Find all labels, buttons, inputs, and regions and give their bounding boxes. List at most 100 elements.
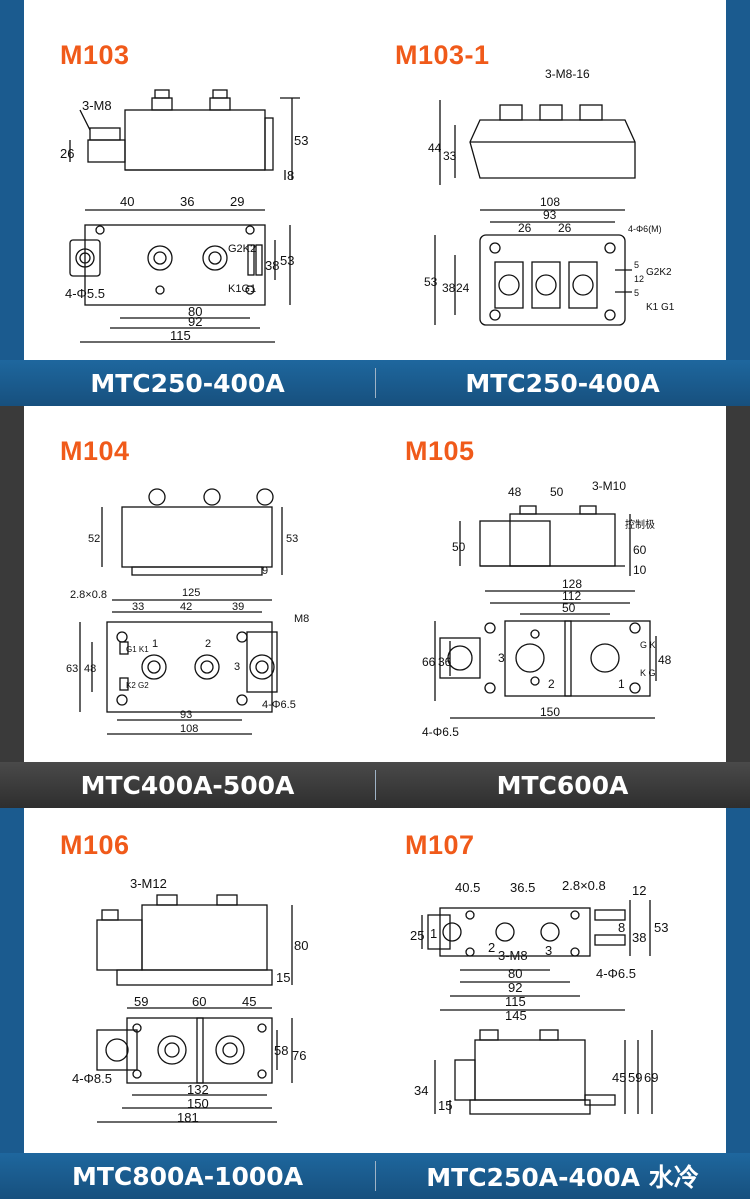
label-v38: 38	[265, 258, 279, 273]
label-w132: 132	[187, 1082, 209, 1097]
label-h59: 59	[628, 1070, 642, 1085]
label-w145: 145	[505, 1008, 527, 1023]
label-ctrl: 控制极	[625, 518, 655, 531]
labels-m105: 48 50 3-M10 控制极 50 60 10 128 112 50 66 3…	[422, 479, 672, 739]
label-w125: 125	[182, 587, 200, 599]
drawing-m103	[69, 89, 300, 343]
label-h50: 50	[452, 540, 466, 554]
label-w80: 80	[508, 966, 522, 981]
drawing-m103-1	[434, 100, 636, 326]
label-h80: 80	[294, 938, 308, 953]
label-bolt: 3-M8	[498, 948, 528, 963]
label-v48: 48	[658, 653, 672, 667]
label-h69: 69	[644, 1070, 658, 1085]
label-w93: 93	[543, 208, 557, 222]
model-code-m105: M105	[405, 436, 475, 466]
label-kg: K1G1	[228, 283, 256, 295]
label-n2: 2	[548, 677, 555, 691]
banner-row-2: MTC400A-500A MTC600A	[0, 762, 750, 808]
label-holes: 4-Φ6(M)	[628, 224, 662, 234]
model-code-m104: M104	[60, 436, 130, 466]
label-v76: 76	[292, 1048, 306, 1063]
left-edge-blue-2	[0, 808, 24, 1199]
left-edge-dark	[0, 405, 24, 808]
label-gk: G2K2	[646, 267, 672, 278]
label-h26: 26	[60, 146, 74, 161]
label-s5a: 5	[634, 260, 639, 270]
label-holes: 4-Φ8.5	[72, 1071, 112, 1086]
label-v38: 38	[442, 281, 456, 295]
label-h53: 53	[294, 133, 308, 148]
label-v66: 66	[422, 655, 436, 669]
label-tab: 2.8×0.8	[70, 589, 107, 601]
label-w48: 48	[508, 485, 522, 499]
right-edge-blue-1	[726, 0, 750, 405]
label-w108: 108	[180, 723, 198, 735]
drawing-m105	[434, 505, 657, 719]
label-h33: 33	[443, 149, 457, 163]
label-n3: 3	[234, 661, 240, 673]
banner-right-1: MTC250-400A	[465, 368, 660, 398]
banner-left-2: MTC400A-500A	[80, 770, 295, 800]
label-h44: 44	[428, 141, 442, 155]
label-gk: G2K2	[228, 243, 256, 255]
banner-right-2: MTC600A	[496, 770, 629, 800]
label-w80: 80	[188, 304, 202, 319]
right-edge-dark	[726, 405, 750, 808]
label-w128: 128	[562, 577, 582, 591]
label-w150: 150	[187, 1096, 209, 1111]
label-v25: 25	[410, 928, 424, 943]
label-holes: 4-Φ6.5	[596, 966, 636, 981]
labels-m103-1: 3-M8-16 44 33 108 93 26 26 4-Φ6(M) 53 38…	[424, 67, 675, 313]
label-w112: 112	[562, 589, 581, 603]
label-h53: 53	[286, 533, 298, 545]
model-code-m107: M107	[405, 830, 475, 860]
label-n1: 1	[152, 638, 158, 650]
label-h34: 34	[414, 1083, 428, 1098]
label-n1: 1	[618, 677, 625, 691]
label-w181: 181	[177, 1110, 199, 1125]
label-w45: 45	[242, 994, 256, 1009]
model-code-m103-1: M103-1	[395, 40, 490, 70]
label-kg: K1 G1	[646, 302, 675, 313]
label-w115: 115	[170, 328, 191, 343]
label-holes: 4-Φ5.5	[65, 286, 105, 301]
label-h9: 9	[262, 565, 268, 577]
label-w92: 92	[508, 980, 522, 995]
label-holes: 4-Φ6.5	[422, 725, 459, 739]
label-w365: 36.5	[510, 880, 535, 895]
label-bolt: 3-M8-16	[545, 67, 590, 81]
label-w40: 40	[120, 194, 134, 209]
label-gk1: G1 K1	[126, 645, 149, 654]
label-v48: 48	[84, 663, 96, 675]
banner-row-3: MTC800A-1000A MTC250A-400A 水冷	[0, 1153, 750, 1199]
label-v53: 53	[654, 920, 668, 935]
labels-m103: 3-M8 26 53 8 40 36 29 38 53 G2K2 K1G1 4-…	[60, 98, 308, 343]
label-v36: 36	[438, 655, 452, 669]
label-w50t: 50	[550, 485, 564, 499]
label-bolt: 3-M10	[592, 479, 626, 493]
label-w36: 36	[180, 194, 194, 209]
label-w59: 59	[134, 994, 148, 1009]
label-v12: 12	[632, 883, 646, 898]
model-code-m106: M106	[60, 830, 130, 860]
label-n3: 3	[498, 651, 505, 665]
drawing-m107	[421, 900, 653, 1115]
label-h10: 10	[633, 563, 647, 577]
labels-m106: 3-M12 80 15 59 60 45 58 76 4-Φ8.5 132 15…	[72, 876, 308, 1125]
model-code-m103: M103	[60, 40, 130, 70]
label-h45: 45	[612, 1070, 626, 1085]
labels-m107: 40.5 36.5 2.8×0.8 12 25 8 38 53 1 2 3 3-…	[410, 878, 668, 1113]
label-n2: 2	[205, 638, 211, 650]
label-h60: 60	[633, 543, 647, 557]
banner-right-3: MTC250A-400A 水冷	[426, 1163, 699, 1192]
label-w26b: 26	[558, 221, 572, 235]
banner-row-1: MTC250-400A MTC250-400A	[0, 360, 750, 406]
label-tab: 2.8×0.8	[562, 878, 606, 893]
label-v8: 8	[618, 920, 625, 935]
label-v53: 53	[424, 275, 438, 289]
label-bolt: 3-M8	[82, 98, 112, 113]
drawing-m104	[79, 488, 283, 735]
label-w50: 50	[562, 601, 576, 615]
label-w33: 33	[132, 601, 144, 613]
